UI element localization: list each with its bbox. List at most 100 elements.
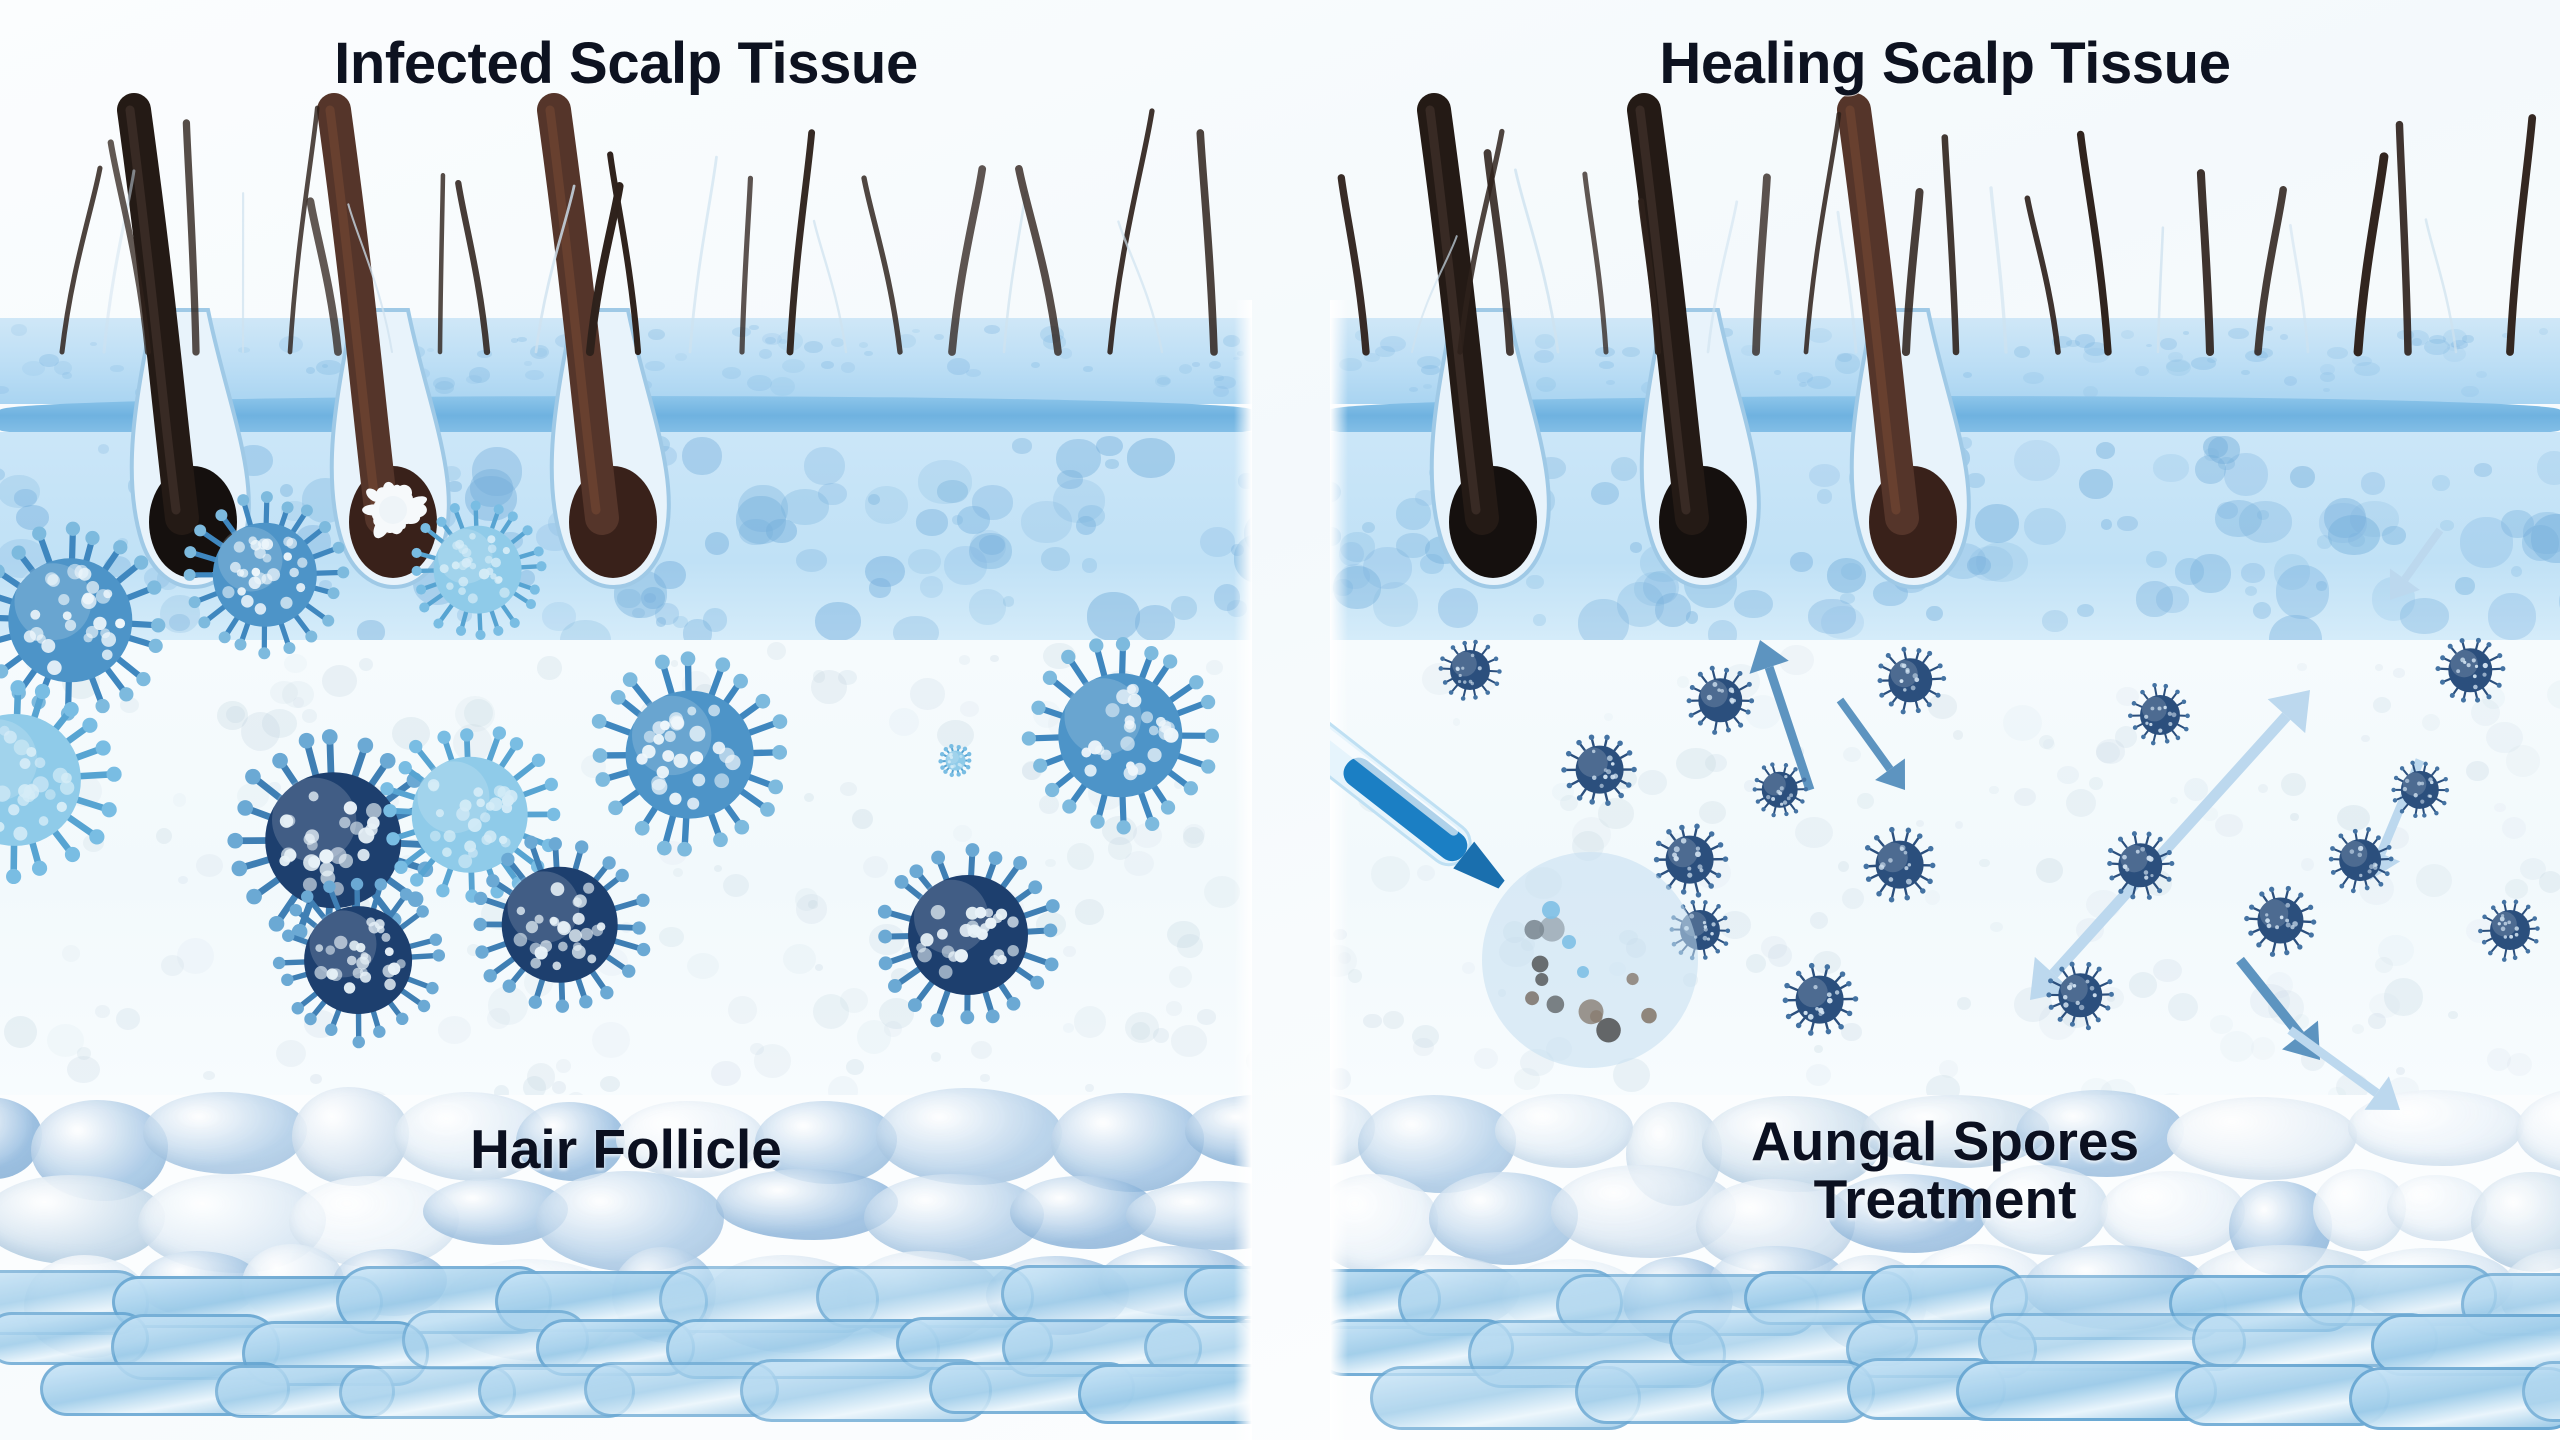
spore-spike-knob: [2525, 949, 2531, 954]
hypodermis-speck: [1382, 1010, 1404, 1030]
dermis-vacuole: [2256, 509, 2270, 521]
spore-spike-knob: [888, 979, 902, 993]
dermis-vacuole: [1420, 553, 1444, 575]
spore-spike-knob: [2131, 830, 2137, 836]
hypodermis-speck: [2486, 722, 2523, 754]
spore-spike-knob: [894, 874, 909, 889]
spore-granule: [303, 833, 315, 845]
spore-spike-knob: [494, 504, 505, 515]
spore-capsid: [264, 771, 401, 908]
spore-spike-knob: [237, 799, 253, 816]
hypodermis-speck: [2396, 1067, 2406, 1076]
hypodermis-speck: [2258, 783, 2269, 794]
hair-shaft: [1015, 165, 1062, 356]
spore-granule: [297, 557, 308, 569]
dermis-vacuole: [918, 460, 972, 505]
spore-granule: [36, 633, 46, 644]
spore-spike-knob: [394, 860, 408, 875]
epidermis-granule: [2501, 333, 2511, 339]
neutralised-spore-granule: [1535, 972, 1549, 986]
spore-spike-knob: [2156, 887, 2162, 893]
spore-granule: [2124, 867, 2130, 872]
hypodermis-speck: [116, 1008, 140, 1031]
neutralised-spore-granule: [1539, 916, 1565, 942]
spore-spike-knob: [2490, 905, 2496, 911]
spore-granule: [458, 560, 469, 571]
hypodermis-speck: [1371, 856, 1411, 892]
spore-spike-knob: [939, 751, 944, 756]
direction-arrow: [2361, 758, 2425, 880]
spore-spike-knob: [337, 566, 350, 579]
dermis-vacuole: [1414, 490, 1436, 506]
spore-spike-knob: [332, 541, 345, 554]
hair-follicle: [1837, 93, 1971, 589]
spore-granule: [333, 935, 348, 949]
spore-granule: [458, 854, 473, 869]
spore-granule: [250, 540, 262, 551]
fungal-spore-small: [937, 743, 971, 777]
spore-spike-knob: [475, 945, 489, 960]
fungal-spore-small: [2046, 961, 2114, 1030]
hair-shaft: [1107, 108, 1155, 355]
treatment-droplet: [1562, 935, 1576, 949]
spore-spike-knob: [82, 717, 98, 733]
hypodermis-speck: [1411, 1024, 1439, 1048]
dermis-vacuole: [919, 576, 944, 599]
hypodermis-speck: [670, 660, 678, 667]
epidermis-granule: [1179, 364, 1192, 375]
spore-spike-knob: [611, 690, 626, 706]
hypodermis-speck: [1767, 944, 1792, 967]
spore-spike-knob: [1589, 734, 1595, 741]
hypodermis-speck: [1743, 780, 1756, 792]
dropper-liquid: [1343, 757, 1468, 862]
epidermis-granule: [645, 361, 665, 372]
spore-spike-knob: [281, 501, 294, 514]
spore-granule: [2150, 873, 2154, 877]
spore-granule: [572, 913, 586, 926]
dermis-vacuole: [702, 608, 727, 632]
spore-granule: [692, 774, 706, 787]
spore-spike-knob: [1794, 809, 1799, 814]
spore-granule: [485, 556, 494, 565]
hair-shaft: [1582, 171, 1609, 355]
hypodermis-speck: [2153, 958, 2182, 983]
spore-granule: [46, 660, 62, 675]
spore-spike-knob: [530, 584, 541, 596]
spore-spike-knob: [1796, 1023, 1802, 1029]
hypodermis-speck: [2383, 978, 2423, 1016]
spore-granule: [484, 830, 497, 844]
hypodermis-speck: [2168, 993, 2198, 1022]
hypodermis-speck: [1413, 1037, 1434, 1057]
hypodermis-speck: [659, 926, 685, 948]
spore-granule: [1766, 795, 1771, 800]
spore-spike-knob: [95, 740, 111, 756]
dermis-vacuole: [804, 446, 846, 485]
follicle-hair-highlight: [1845, 105, 1901, 515]
dermis-vacuole: [1126, 438, 1176, 478]
spore-granule: [2279, 915, 2284, 919]
hypodermis-speck: [2502, 817, 2526, 839]
spore-spike-knob: [536, 561, 547, 572]
spore-spike-knob: [956, 744, 961, 749]
spore-spike-knob: [2069, 1021, 2075, 1027]
epidermis-granule: [2462, 334, 2474, 344]
dermis-vacuole: [2208, 436, 2240, 465]
spore-granule: [1695, 851, 1702, 858]
spore-spike-knob: [2434, 811, 2439, 816]
spore-granule: [2358, 873, 2363, 877]
spore-spike-knob: [1448, 690, 1454, 695]
spore-granule: [2144, 714, 2149, 719]
spore-spike-knob: [1473, 695, 1478, 700]
spore-granule: [491, 557, 502, 568]
spore-spike-knob: [930, 1013, 945, 1028]
spore-spike-knob: [2392, 798, 2398, 803]
hypodermis-speck: [2169, 797, 2178, 805]
dermis-vacuole: [1630, 542, 1643, 553]
spore-spike-knob: [1032, 758, 1048, 773]
hypodermis-speck: [2393, 668, 2405, 678]
spore-spike-knob: [1450, 645, 1456, 650]
spore-granule: [2501, 914, 2505, 918]
spore-spike-knob: [136, 671, 151, 686]
spore-spike-knob: [305, 630, 318, 643]
spore-spike-knob: [575, 840, 589, 854]
